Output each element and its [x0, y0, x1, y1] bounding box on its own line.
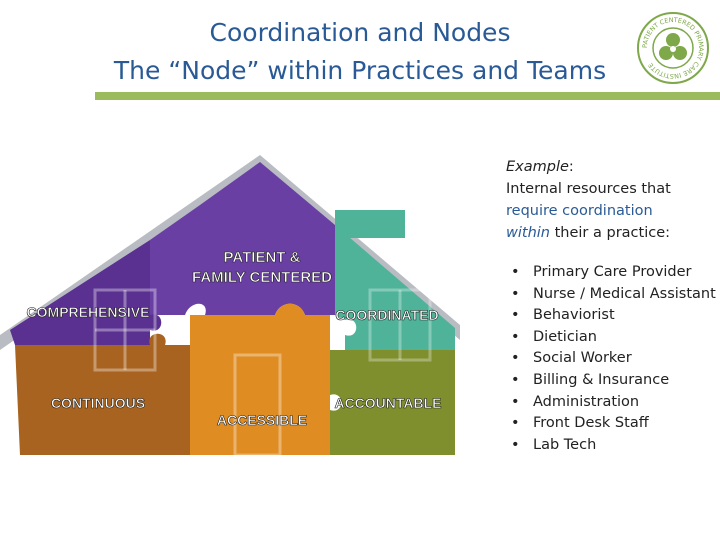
list-item: Nurse / Medical Assistant: [511, 284, 716, 306]
logo-trefoil-icon: [659, 33, 687, 60]
list-item: Lab Tech: [511, 435, 716, 457]
example-text-block: Example: Internal resources that require…: [506, 156, 716, 244]
piece-coordinated: [335, 225, 455, 350]
example-line-within-practice: within their a practice:: [506, 222, 716, 244]
example-line-require-coordination: require coordination: [506, 203, 653, 219]
label-accountable: ACCOUNTABLE: [334, 395, 441, 411]
example-practice-rest: their a practice:: [549, 225, 670, 241]
piece-comprehensive: [10, 240, 162, 345]
institute-logo: PATIENT CENTERED PRIMARY CARE INSTITUTE: [637, 12, 709, 84]
example-label: Example: [506, 159, 569, 175]
slide-title-line1: Coordination and Nodes: [209, 18, 511, 47]
example-heading: Example:: [506, 156, 716, 178]
label-comprehensive: COMPREHENSIVE: [27, 304, 150, 320]
example-colon: :: [568, 159, 574, 175]
internal-resources-list: Primary Care Provider Nurse / Medical As…: [511, 262, 716, 456]
window-right: [368, 288, 432, 362]
list-item: Social Worker: [511, 348, 716, 370]
label-coordinated: COORDINATED: [335, 307, 438, 323]
label-patient-family-line2: FAMILY CENTERED: [192, 269, 332, 286]
logo-outer-ring: [637, 12, 709, 84]
list-item: Primary Care Provider: [511, 262, 716, 284]
label-patient-family-line1: PATIENT &: [224, 249, 301, 266]
window-left: [93, 288, 157, 372]
label-accessible: ACCESSIBLE: [217, 412, 307, 428]
title-underline-rule: [95, 92, 720, 100]
chimney: [335, 210, 405, 238]
example-line-internal-resources: Internal resources that: [506, 181, 671, 197]
list-item: Behaviorist: [511, 305, 716, 327]
roof-edge: [0, 155, 460, 350]
list-item: Dietician: [511, 327, 716, 349]
list-item: Administration: [511, 392, 716, 414]
logo-inner-ring: [652, 27, 694, 69]
door: [233, 353, 282, 457]
list-item: Billing & Insurance: [511, 370, 716, 392]
example-within: within: [506, 225, 550, 241]
medical-home-house-diagram: PATIENT & FAMILY CENTERED COMPREHENSIVE …: [0, 155, 460, 457]
piece-accountable: [330, 350, 455, 455]
piece-accessible: [190, 303, 330, 455]
label-continuous: CONTINUOUS: [51, 395, 145, 411]
list-item: Front Desk Staff: [511, 413, 716, 435]
piece-patient-family-centered: [150, 162, 335, 315]
piece-continuous: [15, 333, 190, 455]
slide-title-line2: The “Node” within Practices and Teams: [113, 56, 607, 85]
